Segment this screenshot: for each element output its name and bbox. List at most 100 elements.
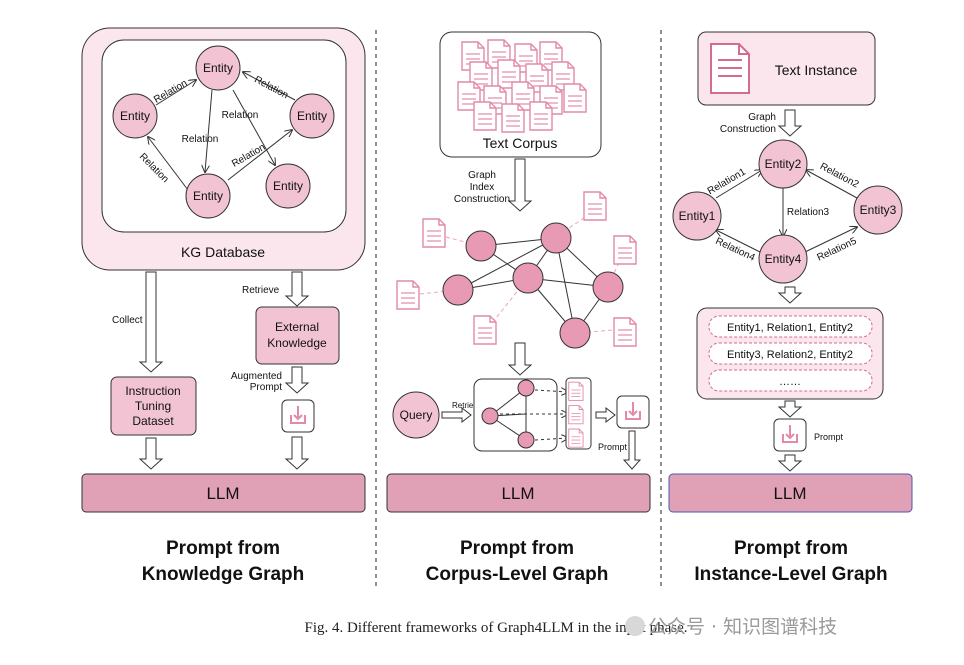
prompt-label-mid: Prompt bbox=[598, 442, 628, 452]
collect-label: Collect bbox=[112, 315, 143, 326]
corpus-graph-nodes bbox=[442, 222, 624, 349]
triple-text: Entity1, Relation1, Entity2 bbox=[727, 322, 853, 334]
entity4-label: Entity4 bbox=[765, 252, 802, 266]
collect-arrow bbox=[138, 271, 164, 373]
llm-label-right: LLM bbox=[773, 484, 806, 503]
relation5-edge bbox=[804, 227, 857, 253]
title-right: Prompt from bbox=[734, 538, 848, 559]
figure-caption: Fig. 4. Different frameworks of Graph4LL… bbox=[305, 620, 688, 636]
kg-edge bbox=[148, 137, 189, 191]
external-knowledge-box bbox=[255, 306, 340, 365]
augmented-arrow bbox=[284, 366, 310, 394]
graph-construction-text: Construction bbox=[720, 124, 776, 135]
relation1-edge bbox=[715, 170, 762, 199]
llm-bar-left bbox=[81, 473, 366, 513]
relation2-edge bbox=[806, 170, 858, 199]
download-icon bbox=[281, 399, 315, 433]
prompt-to-llm-arrow-right bbox=[777, 454, 803, 472]
entity4-node bbox=[758, 234, 808, 284]
augmented-prompt-text: Prompt bbox=[250, 382, 282, 393]
dataset-to-llm-arrow bbox=[138, 437, 164, 470]
kg-edge bbox=[205, 89, 213, 172]
download-icon bbox=[616, 395, 650, 429]
prompt-label-right: Prompt bbox=[814, 432, 844, 442]
kg-node-right bbox=[289, 93, 335, 139]
kg-node-top bbox=[195, 45, 241, 91]
retrieved-docs bbox=[568, 381, 584, 448]
graph-construction-text: Graph bbox=[748, 112, 776, 123]
graph-to-triples-arrow bbox=[777, 286, 803, 304]
instruction-dataset-text: Dataset bbox=[132, 414, 174, 428]
watermark-text: 公众号 · 知识图谱科技 bbox=[648, 616, 837, 638]
query-label: Query bbox=[400, 408, 433, 422]
entity2-node bbox=[758, 139, 808, 189]
kg-edge bbox=[232, 89, 275, 165]
graph-index-text: Index bbox=[470, 182, 494, 193]
kg-entity-label: Entity bbox=[193, 189, 223, 203]
retrieval-arrow bbox=[507, 342, 533, 376]
docs-to-prompt-arrow bbox=[595, 406, 616, 424]
watermark: 公众号 · 知识图谱科技 bbox=[625, 616, 837, 638]
instruction-dataset-text: Tuning bbox=[135, 399, 171, 413]
triple-row bbox=[708, 315, 873, 338]
subgraph-nodes bbox=[481, 379, 535, 449]
instruction-dataset-text: Instruction bbox=[125, 384, 180, 398]
kg-edge bbox=[227, 130, 292, 181]
text-corpus-label: Text Corpus bbox=[483, 135, 558, 151]
kg-entity-label: Entity bbox=[203, 61, 233, 75]
kg-node-bottom bbox=[185, 173, 231, 219]
query-arrow bbox=[441, 406, 472, 424]
external-knowledge-text: External bbox=[275, 320, 319, 334]
entity1-node bbox=[672, 191, 722, 241]
llm-bar-middle bbox=[386, 473, 651, 513]
llm-label-middle: LLM bbox=[501, 484, 534, 503]
title-middle: Prompt from bbox=[460, 538, 574, 559]
kg-entity-label: Entity bbox=[297, 109, 327, 123]
title-right: Instance-Level Graph bbox=[694, 564, 887, 585]
kg-relation-label: Relation bbox=[182, 134, 219, 145]
retrieve-label: Retrieve bbox=[242, 285, 280, 296]
title-left: Knowledge Graph bbox=[142, 564, 305, 585]
graph-index-text: Graph bbox=[468, 170, 496, 181]
relation5-label: Relation5 bbox=[815, 236, 858, 264]
subgraph-doc-links bbox=[500, 390, 568, 440]
retrieve-arrow bbox=[284, 271, 310, 307]
title-left: Prompt from bbox=[166, 538, 280, 559]
triple-row bbox=[708, 342, 873, 365]
relation3-label: Relation3 bbox=[787, 207, 830, 218]
instruction-dataset-box bbox=[110, 376, 197, 436]
text-instance-label: Text Instance bbox=[775, 62, 858, 78]
kg-database-label: KG Database bbox=[181, 244, 265, 260]
entity1-label: Entity1 bbox=[679, 209, 716, 223]
kg-entity-label: Entity bbox=[120, 109, 150, 123]
triples-to-prompt-arrow bbox=[777, 400, 803, 418]
download-icon bbox=[773, 418, 807, 452]
graph-index-text: Construction bbox=[454, 194, 510, 205]
triple-text: …… bbox=[779, 376, 801, 388]
relation2-label: Relation2 bbox=[818, 161, 861, 191]
triple-text: Entity3, Relation2, Entity2 bbox=[727, 349, 853, 361]
title-middle: Corpus-Level Graph bbox=[426, 564, 609, 585]
entity3-node bbox=[853, 185, 903, 235]
external-knowledge-text: Knowledge bbox=[267, 336, 327, 350]
triple-row bbox=[708, 369, 873, 392]
entity2-label: Entity2 bbox=[765, 157, 802, 171]
kg-relation-label: Relation bbox=[222, 110, 259, 121]
prompt-to-llm-arrow-left bbox=[284, 436, 310, 470]
relation4-edge bbox=[716, 230, 761, 253]
llm-label-left: LLM bbox=[206, 484, 239, 503]
kg-edge bbox=[155, 80, 196, 106]
retrieve-label-mid: Retrieve bbox=[452, 401, 482, 410]
kg-edge bbox=[243, 72, 296, 101]
text-instance-icon bbox=[710, 43, 750, 94]
entity3-label: Entity3 bbox=[860, 203, 897, 217]
kg-entity-label: Entity bbox=[273, 179, 303, 193]
wechat-icon bbox=[625, 616, 645, 636]
augmented-prompt-text: Augmented bbox=[231, 371, 282, 382]
graph-construction-arrow bbox=[777, 109, 803, 137]
llm-bar-right bbox=[668, 473, 913, 513]
graph-index-arrow bbox=[507, 158, 533, 212]
prompt-to-llm-arrow-mid bbox=[622, 430, 642, 470]
query-node bbox=[392, 391, 440, 439]
